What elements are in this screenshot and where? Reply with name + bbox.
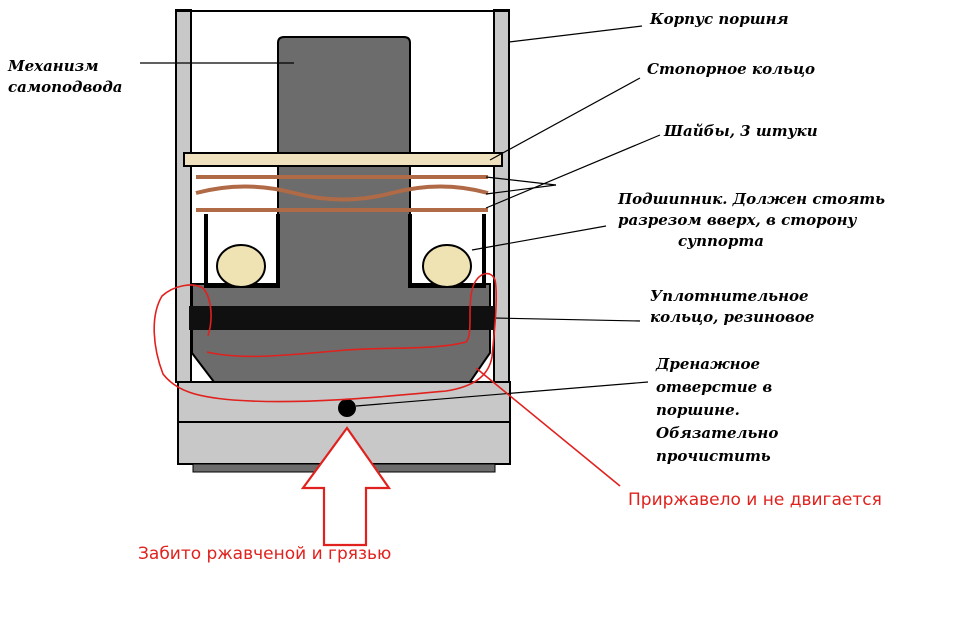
leader-bearing xyxy=(471,225,607,251)
label-bearing-line2: разрезом вверх, в сторону xyxy=(618,211,857,229)
piston-housing-right-wall xyxy=(493,9,510,383)
label-piston-body: Корпус поршня xyxy=(650,10,789,28)
annotation-clogged: Забито ржавченой и грязью xyxy=(138,544,392,564)
leader-washers-2 xyxy=(485,184,557,195)
label-seal-line1: Уплотнительное xyxy=(650,287,809,305)
label-drain-line1: Дренажное xyxy=(656,355,761,373)
label-self-feed-line1: Механизм xyxy=(8,57,99,75)
bearing-ball-left xyxy=(216,244,266,288)
label-self-feed-mechanism: Механизм самоподвода xyxy=(8,56,122,98)
label-self-feed-line2: самоподвода xyxy=(8,78,123,96)
label-drain-line2: отверстие в xyxy=(656,378,773,396)
label-drain-line5: прочистить xyxy=(656,447,771,465)
label-seal-line2: кольцо, резиновое xyxy=(650,308,815,326)
bearing-ball-right xyxy=(422,244,472,288)
clog-arrow xyxy=(300,426,392,547)
drain-hole xyxy=(338,399,356,417)
label-drain-line4: Обязательно xyxy=(656,424,779,442)
label-drain-hole: Дренажное отверстие в поршине. Обязатель… xyxy=(656,353,778,468)
leader-retaining-ring xyxy=(489,77,641,161)
washer-2 xyxy=(195,184,489,202)
leader-drain xyxy=(355,381,649,407)
annotation-rusted: Приржавело и не двигается xyxy=(628,490,882,510)
rust-highlight-loop xyxy=(153,272,498,403)
piston-foot-left xyxy=(192,463,334,473)
piston-housing-left-wall xyxy=(175,9,192,383)
label-drain-line3: поршине. xyxy=(656,401,740,419)
rust-pointer-line xyxy=(475,367,621,487)
label-bearing: Подшипник. Должен стоять разрезом вверх,… xyxy=(618,189,885,252)
leader-seal xyxy=(493,317,641,322)
label-retaining-ring: Стопорное кольцо xyxy=(647,60,816,78)
leader-washers-1 xyxy=(485,176,557,186)
leader-washers-main xyxy=(485,134,661,209)
retaining-ring xyxy=(183,152,503,167)
label-seal-ring: Уплотнительное кольцо, резиновое xyxy=(650,286,814,328)
rubber-seal-ring xyxy=(189,306,494,330)
label-bearing-line3: суппорта xyxy=(678,232,765,250)
leader-piston-body xyxy=(508,25,643,43)
label-bearing-line1: Подшипник. Должен стоять xyxy=(618,190,886,208)
leader-lines xyxy=(140,25,661,407)
label-washers: Шайбы, 3 штуки xyxy=(664,122,818,140)
